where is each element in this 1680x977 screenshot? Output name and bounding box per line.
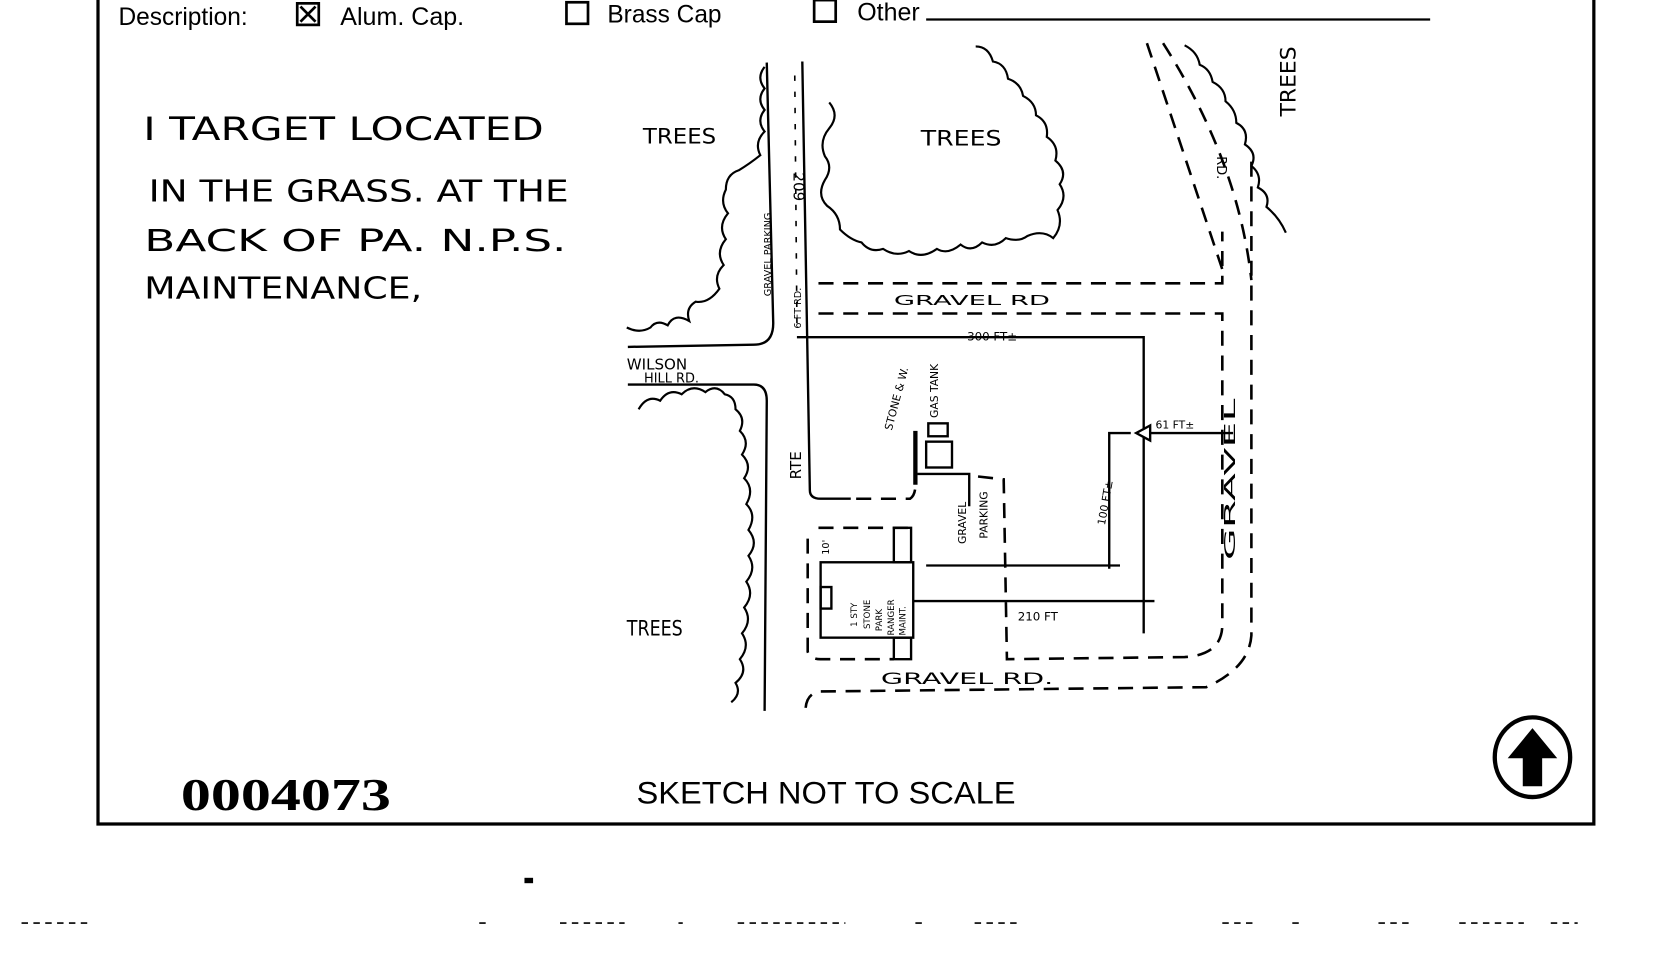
alum-cap-checkbox[interactable] — [295, 1, 321, 27]
note-line: I TARGET LOCATED — [143, 110, 544, 148]
map-label: 10' — [821, 540, 832, 555]
note-line: IN THE GRASS. AT THE — [149, 175, 569, 210]
driveway-edge — [856, 484, 917, 501]
map-label: 209 — [790, 172, 808, 201]
scale-note: SKETCH NOT TO SCALE — [636, 776, 1015, 811]
record-number: 0004073 — [181, 770, 391, 820]
map-label: RANGER — [887, 599, 897, 635]
site-sketch: TREES TREES TREES TREES 209 RTE GRAVEL P… — [626, 42, 1302, 711]
map-label: GRAVEL RD — [894, 294, 1050, 309]
map-label: 1 STY — [850, 602, 860, 627]
other-checkbox[interactable] — [812, 0, 838, 23]
map-label: STONE & W. — [882, 366, 911, 432]
scan-noise — [21, 877, 1578, 924]
handwritten-note: I TARGET LOCATED IN THE GRASS. AT THE BA… — [143, 110, 568, 306]
note-line: MAINTENANCE, — [144, 271, 422, 306]
map-label: 210 FT — [1018, 609, 1059, 623]
map-label: TREES — [626, 617, 683, 642]
map-label: RTE — [787, 451, 805, 479]
gravel-road-edge — [818, 312, 1224, 661]
brass-cap-checkbox[interactable] — [565, 0, 590, 26]
map-label: TREES — [1277, 46, 1302, 117]
map-label: TREES — [920, 127, 1002, 152]
description-label: Description: — [118, 4, 247, 31]
road-edge — [801, 61, 851, 500]
gravel-road-edge — [818, 231, 1224, 285]
form-border — [96, 0, 1596, 826]
map-label: HILL RD. — [644, 371, 699, 386]
map-label: 61 FT± — [1156, 419, 1195, 432]
curved-road-edge — [1161, 42, 1253, 281]
brass-cap-label: Brass Cap — [607, 2, 721, 29]
map-label: TREES — [642, 124, 716, 149]
map-label: 100 FT± — [1095, 479, 1116, 526]
other-label: Other — [857, 0, 919, 27]
map-label: MAINT. — [899, 606, 909, 635]
map-label: WILSON — [627, 356, 687, 374]
dimension-line — [926, 431, 1131, 569]
tree-line — [626, 66, 767, 332]
north-arrow-icon — [1492, 715, 1573, 800]
dimension-line — [796, 336, 1145, 634]
curved-road-edge — [1145, 42, 1224, 270]
road-edge — [627, 383, 768, 711]
tree-line — [637, 387, 755, 704]
stone-wall — [913, 430, 918, 485]
alum-cap-label: Alum. Cap. — [340, 4, 464, 31]
tree-line — [1184, 44, 1287, 234]
map-label: GAS TANK — [928, 363, 941, 418]
tree-line — [820, 45, 1065, 256]
target-marker-icon — [1133, 423, 1152, 443]
road-edge — [627, 62, 775, 349]
map-label: GRAVEL PARKING — [763, 213, 774, 297]
map-label: GRAVEL RD. — [881, 669, 1053, 688]
map-label: 300 FT± — [967, 329, 1017, 343]
map-label: PARK — [875, 609, 885, 632]
note-line: BACK OF PA. N.P.S. — [144, 224, 566, 259]
steps — [892, 636, 913, 661]
check-x-icon — [299, 5, 317, 23]
steps — [892, 526, 913, 564]
map-label: GRAVEL — [956, 502, 969, 544]
gravel-road-edge — [804, 161, 1253, 711]
gas-pump — [924, 440, 954, 469]
map-label: PARKING — [978, 491, 991, 538]
gas-tank — [927, 422, 949, 438]
map-label: GRAVEL — [1221, 397, 1239, 560]
map-label: STONE — [863, 600, 873, 629]
map-label: RD. — [1213, 156, 1228, 179]
map-label: 6 FT RD. — [793, 288, 804, 329]
